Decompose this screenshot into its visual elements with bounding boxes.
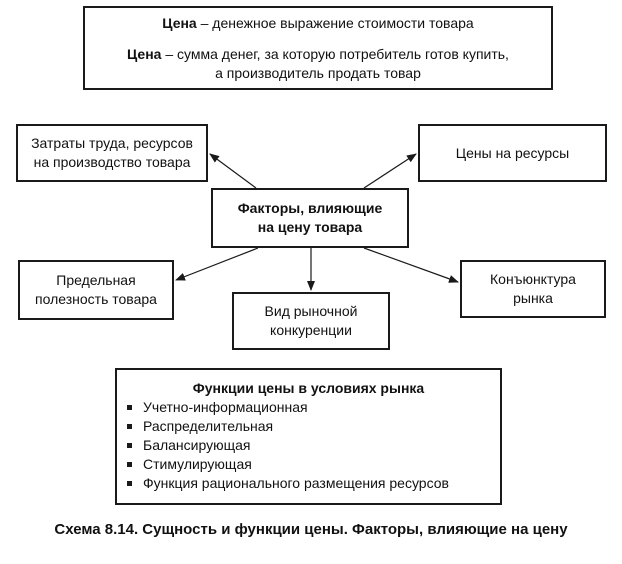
market-conditions-box: Конъюнктура рынка xyxy=(460,260,606,318)
marginal-utility-line-2: полезность товара xyxy=(35,291,157,307)
arrow-to-marginal-utility xyxy=(175,247,259,281)
labor-costs-line-2: на производство товара xyxy=(33,154,191,170)
competition-type-line-2: конкуренции xyxy=(270,322,352,338)
price-definition-box: Цена – денежное выражение стоимости това… xyxy=(83,6,553,90)
competition-type-box: Вид рыночной конкуренции xyxy=(232,292,390,350)
resource-prices-box: Цены на ресурсы xyxy=(418,124,607,182)
labor-costs-box: Затраты труда, ресурсов на производство … xyxy=(16,124,208,182)
list-item: Распределительная xyxy=(125,417,449,436)
labor-costs-line-1: Затраты труда, ресурсов xyxy=(31,135,193,151)
market-conditions-line-1: Конъюнктура xyxy=(490,271,576,287)
list-item: Стимулирующая xyxy=(125,455,449,474)
definition-line-1: Цена – денежное выражение стоимости това… xyxy=(162,14,473,33)
price-factors-box: Факторы, влияющие на цену товара xyxy=(211,188,409,248)
arrow-to-resource-prices xyxy=(363,153,417,189)
market-conditions-line-2: рынка xyxy=(513,290,553,306)
price-functions-title: Функции цены в условиях рынка xyxy=(192,380,425,396)
definition-line-3: а производитель продать товар xyxy=(215,64,421,81)
price-functions-box: Функции цены в условиях рынка Учетно-инф… xyxy=(115,368,502,505)
list-item: Функция рационального размещения ресурсо… xyxy=(125,474,449,493)
marginal-utility-box: Предельная полезность товара xyxy=(18,260,174,320)
definition-text-2: – сумма денег, за которую потребитель го… xyxy=(161,45,509,62)
figure-caption: Схема 8.14. Сущность и функции цены. Фак… xyxy=(54,521,568,538)
resource-prices-label: Цены на ресурсы xyxy=(455,144,570,161)
marginal-utility-line-1: Предельная xyxy=(56,272,136,288)
list-item: Балансирующая xyxy=(125,436,449,455)
price-factors-line-1: Факторы, влияющие xyxy=(237,200,383,216)
price-factors-line-2: на цену товара xyxy=(257,219,363,235)
definition-text-1: – денежное выражение стоимости товара xyxy=(196,14,474,31)
definition-term-2: Цена xyxy=(127,45,162,62)
definition-line-2: Цена – сумма денег, за которую потребите… xyxy=(127,45,509,64)
definition-term-1: Цена xyxy=(162,14,197,31)
arrow-to-labor-costs xyxy=(209,153,257,189)
competition-type-line-1: Вид рыночной xyxy=(264,303,358,319)
list-item: Учетно-информационная xyxy=(125,398,449,417)
price-functions-list: Учетно-информационная Распределительная … xyxy=(117,398,449,493)
arrow-to-market-conditions xyxy=(363,247,459,283)
